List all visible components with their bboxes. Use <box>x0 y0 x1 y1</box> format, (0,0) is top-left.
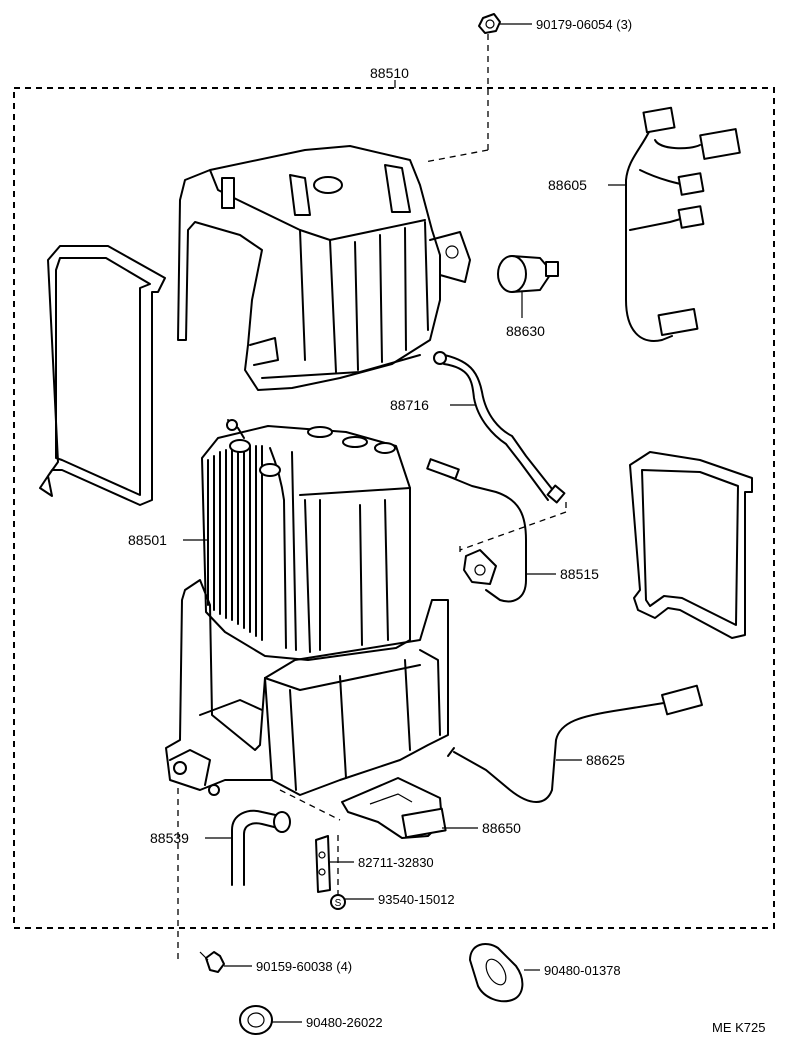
evaporator-core-icon <box>201 419 411 661</box>
diagram-code: ME K725 <box>712 1020 765 1035</box>
upper-case-housing <box>177 145 471 391</box>
label-90480-01378: 90480-01378 <box>544 963 621 978</box>
screw-marker-letter: S <box>335 898 342 909</box>
label-93540-15012: 93540-15012 <box>378 892 455 907</box>
label-88605: 88605 <box>548 177 587 193</box>
drain-hose-icon <box>177 788 291 960</box>
screw-marker-icon: S <box>330 894 346 910</box>
label-88630: 88630 <box>506 323 545 339</box>
label-88625: 88625 <box>586 752 625 768</box>
label-88716: 88716 <box>390 397 429 413</box>
assembly-frame <box>13 80 775 929</box>
label-88539: 88539 <box>150 830 189 846</box>
lower-case-housing <box>165 579 449 796</box>
label-88515: 88515 <box>560 566 599 582</box>
label-90480-26022: 90480-26022 <box>306 1015 383 1030</box>
thermistor-plug-icon <box>497 255 559 318</box>
label-82711-32830: 82711-32830 <box>358 855 434 870</box>
grommet-bottom-icon <box>239 1005 273 1035</box>
left-seal-frame <box>39 245 166 506</box>
label-90159-60038: 90159-60038 (4) <box>256 959 352 974</box>
bracket-icon <box>315 835 339 895</box>
nut-top-icon <box>424 13 532 163</box>
right-seal-frame <box>629 451 753 639</box>
wire-harness-icon <box>625 106 741 342</box>
label-88650: 88650 <box>482 820 521 836</box>
grommet-right-icon <box>469 943 524 1003</box>
bolt-bottom-icon <box>199 951 252 973</box>
temperature-sensor-icon <box>447 684 703 803</box>
tube-pipe-icon <box>433 351 567 551</box>
label-88510: 88510 <box>370 65 409 81</box>
label-90179-06054: 90179-06054 (3) <box>536 17 632 32</box>
expansion-valve-icon <box>426 458 527 603</box>
label-88501: 88501 <box>128 532 167 548</box>
cover-plate-icon <box>279 777 447 839</box>
leader-lines <box>183 184 626 1023</box>
